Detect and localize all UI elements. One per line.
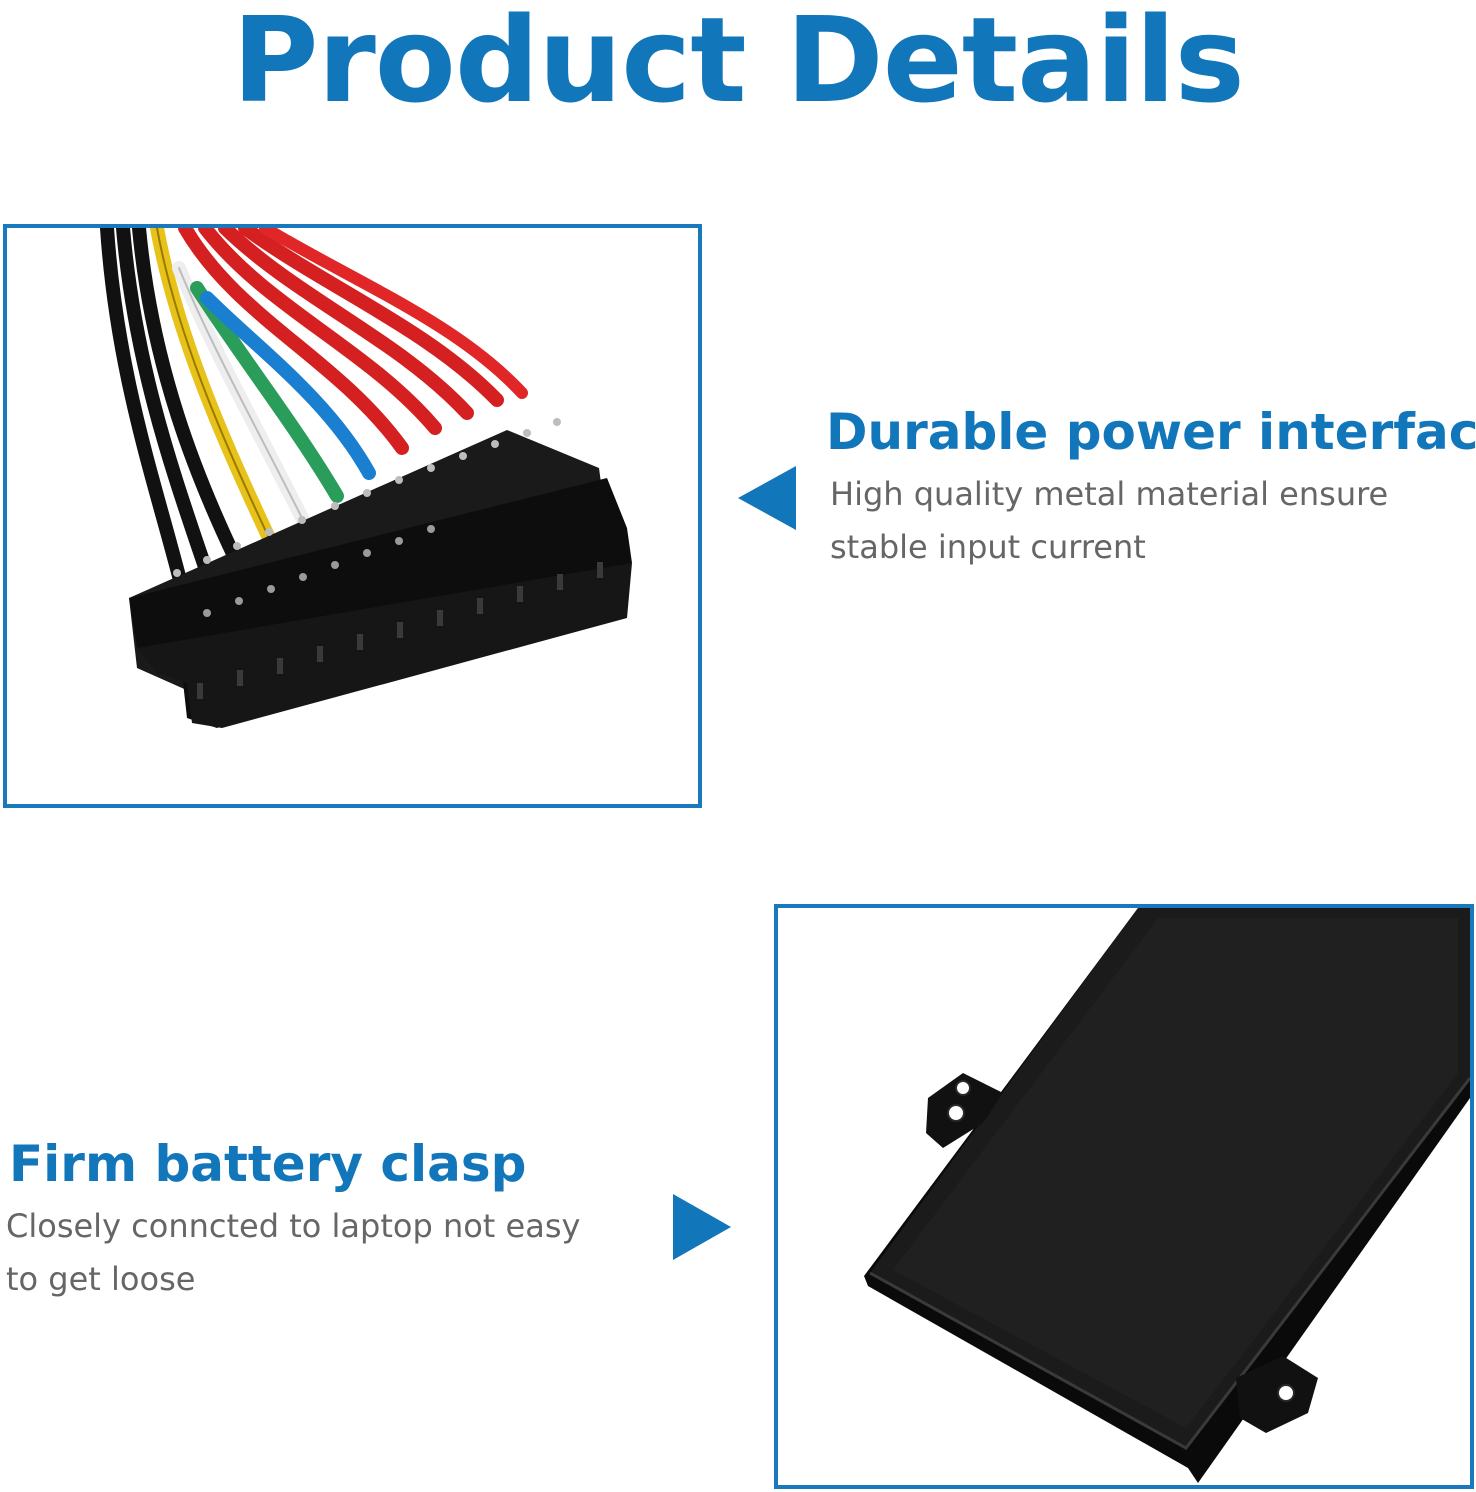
connector-image-frame — [3, 224, 702, 808]
battery-clasp-photo — [778, 908, 1470, 1485]
triangle-right-icon — [673, 1194, 731, 1264]
feature-heading-battery-clasp: Firm battery clasp — [9, 1135, 527, 1193]
feature-description-power-interface: High quality metal material ensure stabl… — [830, 468, 1388, 574]
feature-heading-power-interface: Durable power interface — [826, 403, 1476, 461]
connector-cable-photo — [7, 228, 698, 804]
feature-description-battery-clasp: Closely conncted to laptop not easy to g… — [6, 1200, 580, 1306]
description-line: stable input current — [830, 528, 1146, 566]
description-line: High quality metal material ensure — [830, 475, 1389, 513]
description-line: to get loose — [6, 1260, 196, 1298]
page-title: Product Details — [232, 0, 1245, 129]
battery-image-frame — [774, 904, 1474, 1489]
description-line: Closely conncted to laptop not easy — [6, 1207, 581, 1245]
triangle-left-icon — [738, 466, 796, 534]
